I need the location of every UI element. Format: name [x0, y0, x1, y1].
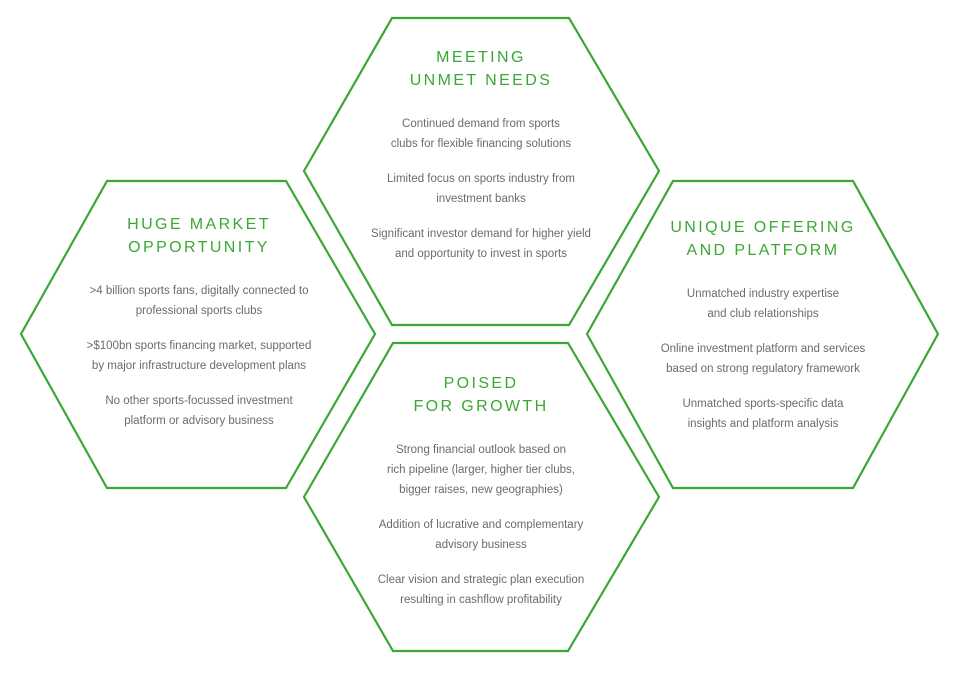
- text-line: and opportunity to invest in sports: [395, 248, 567, 260]
- bullet-text: Continued demand from sports clubs for f…: [330, 114, 632, 154]
- text-line: Clear vision and strategic plan executio…: [377, 574, 585, 586]
- hex-content-unique-offering: UNIQUE OFFERING AND PLATFORM Unmatched i…: [613, 216, 913, 449]
- text-line: Online investment platform and services: [660, 343, 866, 355]
- text-line: professional sports clubs: [135, 305, 263, 317]
- text-line: insights and platform analysis: [687, 418, 839, 430]
- text-line: No other sports-focussed investment: [105, 395, 293, 407]
- text-line: advisory business: [435, 539, 527, 551]
- hex-title: HUGE MARKET OPPORTUNITY: [49, 213, 349, 259]
- bullet-text: Online investment platform and services …: [613, 339, 913, 379]
- text-line: >$100bn sports financing market, support…: [86, 340, 312, 352]
- title-line: MEETING: [436, 49, 526, 66]
- bullet-text: Unmatched industry expertise and club re…: [613, 284, 913, 324]
- title-line: AND PLATFORM: [686, 242, 840, 259]
- hex-content-poised-for-growth: POISED FOR GROWTH Strong financial outlo…: [330, 372, 632, 625]
- hexagon-unique-offering: [585, 179, 940, 490]
- text-line: and club relationships: [707, 308, 819, 320]
- bullet-text: >$100bn sports financing market, support…: [49, 336, 349, 376]
- hexagon-huge-market-opportunity: [19, 179, 377, 490]
- text-line: Continued demand from sports: [402, 118, 560, 130]
- text-line: rich pipeline (larger, higher tier clubs…: [387, 464, 575, 476]
- title-line: UNIQUE OFFERING: [670, 219, 856, 236]
- text-line: bigger raises, new geographies): [399, 484, 563, 496]
- text-line: Strong financial outlook based on: [395, 444, 567, 456]
- text-line: clubs for flexible financing solutions: [390, 138, 572, 150]
- bullet-text: Significant investor demand for higher y…: [330, 224, 632, 264]
- text-line: by major infrastructure development plan…: [91, 360, 307, 372]
- title-line: UNMET NEEDS: [409, 72, 553, 89]
- text-line: investment banks: [436, 193, 526, 205]
- hex-title: POISED FOR GROWTH: [330, 372, 632, 418]
- bullet-text: >4 billion sports fans, digitally connec…: [49, 281, 349, 321]
- title-line: OPPORTUNITY: [128, 239, 270, 256]
- text-line: Limited focus on sports industry from: [387, 173, 575, 185]
- bullet-text: Clear vision and strategic plan executio…: [330, 570, 632, 610]
- hexagon-poised-for-growth: [302, 341, 661, 653]
- title-line: HUGE MARKET: [127, 216, 271, 233]
- text-line: Unmatched industry expertise: [686, 288, 840, 300]
- hex-content-meeting-unmet-needs: MEETING UNMET NEEDS Continued demand fro…: [330, 46, 632, 279]
- text-line: Addition of lucrative and complementary: [378, 519, 584, 531]
- hex-title: MEETING UNMET NEEDS: [330, 46, 632, 92]
- hex-content-huge-market-opportunity: HUGE MARKET OPPORTUNITY >4 billion sport…: [49, 213, 349, 446]
- bullet-text: No other sports-focussed investment plat…: [49, 391, 349, 431]
- text-line: platform or advisory business: [124, 415, 274, 427]
- text-line: Significant investor demand for higher y…: [371, 228, 591, 240]
- hex-title: UNIQUE OFFERING AND PLATFORM: [613, 216, 913, 262]
- title-line: FOR GROWTH: [413, 398, 549, 415]
- hexagon-meeting-unmet-needs: [302, 16, 661, 327]
- text-line: resulting in cashflow profitability: [400, 594, 562, 606]
- bullet-text: Strong financial outlook based on rich p…: [330, 440, 632, 500]
- bullet-text: Unmatched sports-specific data insights …: [613, 394, 913, 434]
- bullet-text: Addition of lucrative and complementary …: [330, 515, 632, 555]
- text-line: Unmatched sports-specific data: [682, 398, 844, 410]
- bullet-text: Limited focus on sports industry from in…: [330, 169, 632, 209]
- title-line: POISED: [443, 375, 519, 392]
- text-line: >4 billion sports fans, digitally connec…: [89, 285, 309, 297]
- text-line: based on strong regulatory framework: [666, 363, 860, 375]
